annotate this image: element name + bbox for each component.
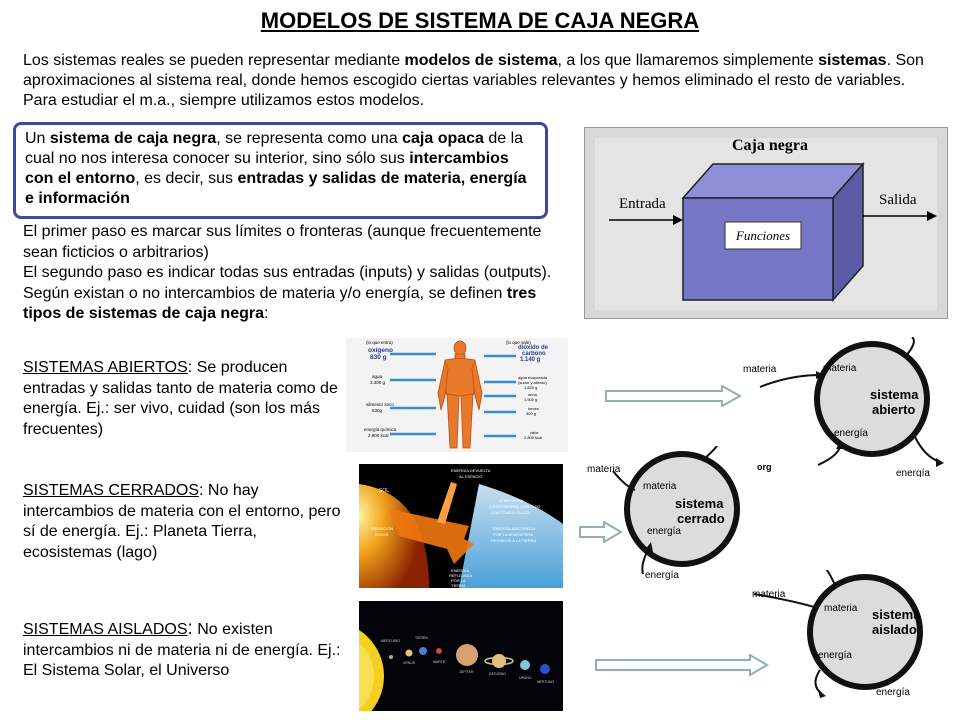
svg-text:dióxido de: dióxido de <box>518 345 549 351</box>
svg-text:materia: materia <box>587 464 621 475</box>
black-box-illustration: Caja negra Funciones Entrada Salida <box>595 137 937 310</box>
svg-text:REFLEJADA: REFLEJADA <box>449 573 472 578</box>
svg-text:RADIACIÓN: RADIACIÓN <box>371 526 393 531</box>
funciones-label: Funciones <box>735 228 790 243</box>
svg-text:(TROPOSFERA) CON ALTO: (TROPOSFERA) CON ALTO <box>489 504 540 509</box>
svg-text:aislado: aislado <box>872 622 917 637</box>
svg-text:materia: materia <box>824 603 858 614</box>
steps-paragraph: El primer paso es marcar sus límites o f… <box>23 222 568 325</box>
step-one: El primer paso es marcar sus límites o f… <box>23 223 542 261</box>
svg-text:agua: agua <box>372 374 383 379</box>
earth-energy-illustration: SOL ENERGÍA DEVUELTA AL ESPACIO ATMÓSFER… <box>359 464 563 588</box>
svg-text:3.300 g: 3.300 g <box>370 380 386 385</box>
svg-text:TIERRA: TIERRA <box>451 583 466 588</box>
svg-text:2.800 kcal: 2.800 kcal <box>368 433 389 438</box>
svg-text:URANO: URANO <box>519 676 532 680</box>
intro-paragraph: Los sistemas reales se pueden representa… <box>23 52 924 109</box>
svg-text:SATURNO: SATURNO <box>489 672 506 676</box>
salida-label: Salida <box>879 192 917 208</box>
svg-text:MERCURIO: MERCURIO <box>381 639 400 643</box>
black-box-definition: Un sistema de caja negra, se representa … <box>13 122 548 219</box>
svg-text:orina: orina <box>528 392 538 397</box>
svg-text:energía química: energía química <box>364 427 397 432</box>
svg-text:ENERGÍA: ENERGÍA <box>451 568 469 573</box>
svg-text:ENERGÍA ABSORBIDA: ENERGÍA ABSORBIDA <box>493 526 535 531</box>
svg-text:alimento seco: alimento seco <box>366 402 394 407</box>
svg-text:300 g: 300 g <box>526 411 536 416</box>
solar-system-illustration: MERCURIO TIERRA VENUS MARTE JÚPITER SATU… <box>359 601 563 711</box>
svg-text:SOLAR: SOLAR <box>375 532 389 537</box>
svg-text:org: org <box>757 462 772 472</box>
caja-negra-title: Caja negra <box>732 137 808 154</box>
abiertos-text: SISTEMAS ABIERTOS: Se producen entradas … <box>23 359 338 438</box>
cerrados-text: SISTEMAS CERRADOS: No hay intercambios d… <box>23 482 341 561</box>
svg-text:energía: energía <box>896 468 930 477</box>
svg-text:energía: energía <box>834 428 868 439</box>
svg-text:ATMÓSFERA: ATMÓSFERA <box>499 498 524 503</box>
svg-text:materia: materia <box>643 481 677 492</box>
svg-text:(sudor y aliento): (sudor y aliento) <box>518 380 547 385</box>
svg-text:energía: energía <box>647 526 681 537</box>
entrada-label: Entrada <box>619 196 666 212</box>
arrow-cerrados <box>579 521 623 543</box>
cerrados-title: SISTEMAS CERRADOS <box>23 482 200 499</box>
svg-text:(lo que sale): (lo que sale) <box>506 340 531 345</box>
svg-text:energía: energía <box>818 650 852 661</box>
page-title: MODELOS DE SISTEMA DE CAJA NEGRA <box>260 8 700 33</box>
aislados-text: SISTEMAS AISLADOS: No existen intercambi… <box>23 618 341 679</box>
svg-text:TIERRA: TIERRA <box>415 636 429 640</box>
svg-text:1.500 g: 1.500 g <box>524 397 537 402</box>
svg-text:energía: energía <box>876 687 910 698</box>
svg-text:MARTE: MARTE <box>433 660 446 664</box>
svg-text:CONTENIDO EN CO₂: CONTENIDO EN CO₂ <box>491 510 531 515</box>
arrow-abiertos <box>605 385 743 407</box>
diagram-sistema-abierto: sistema abierto materia energía materia … <box>743 337 944 477</box>
diagram-sistema-cerrado: sistema cerrado materia energía materia … <box>587 446 772 581</box>
svg-text:SOL: SOL <box>379 488 389 494</box>
svg-text:heces: heces <box>528 406 539 411</box>
svg-text:abierto: abierto <box>872 402 915 417</box>
svg-text:(lo que entra): (lo que entra) <box>366 340 393 345</box>
svg-text:630g: 630g <box>372 408 383 413</box>
svg-text:materia: materia <box>752 589 786 600</box>
svg-text:sistema: sistema <box>870 387 919 402</box>
svg-text:materia: materia <box>743 364 777 375</box>
black-box-figure: Caja negra Funciones Entrada Salida <box>584 127 948 319</box>
aislados-title: SISTEMAS AISLADOS <box>23 621 188 638</box>
svg-text:ENERGÍA DEVUELTA: ENERGÍA DEVUELTA <box>451 468 491 473</box>
svg-text:sistema: sistema <box>872 607 921 622</box>
svg-text:agua evaporada: agua evaporada <box>518 375 548 380</box>
abiertos-title: SISTEMAS ABIERTOS <box>23 359 188 376</box>
svg-text:materia: materia <box>823 363 857 374</box>
svg-text:JÚPITER: JÚPITER <box>459 670 474 674</box>
svg-text:2.800 kcal: 2.800 kcal <box>524 435 542 440</box>
svg-text:1.820 g: 1.820 g <box>524 385 537 390</box>
svg-text:POR LA: POR LA <box>451 578 466 583</box>
svg-text:carbono: carbono <box>522 351 546 357</box>
human-body-illustration: (lo que entra) (lo que sale) oxígeno 830… <box>346 338 568 452</box>
svg-text:830 g: 830 g <box>370 354 387 361</box>
diagram-sistema-aislado: sistema aislado materia energía materia … <box>752 570 923 698</box>
svg-text:POR LA ATMÓSFERA: POR LA ATMÓSFERA <box>493 532 533 537</box>
svg-text:cerrado: cerrado <box>677 511 725 526</box>
arrow-aislados <box>595 654 769 676</box>
svg-text:calor: calor <box>530 430 539 435</box>
svg-text:1.140 g: 1.140 g <box>520 357 541 363</box>
svg-text:oxígeno: oxígeno <box>368 347 393 354</box>
svg-text:NEPTUNO: NEPTUNO <box>537 680 554 684</box>
svg-text:DEVUELTA A LA TIERRA: DEVUELTA A LA TIERRA <box>491 538 536 543</box>
svg-text:sistema: sistema <box>675 496 724 511</box>
step-two: El segundo paso es indicar todas sus ent… <box>23 264 552 322</box>
svg-text:AL ESPACIO: AL ESPACIO <box>459 474 482 479</box>
svg-text:energía: energía <box>645 570 679 581</box>
svg-text:VENUS: VENUS <box>403 661 416 665</box>
